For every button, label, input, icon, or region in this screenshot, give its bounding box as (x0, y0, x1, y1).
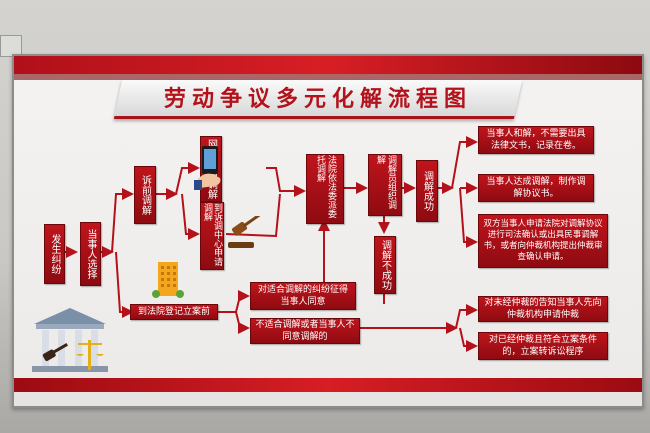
node-result-arbitration: 对未经仲裁的告知当事人先向仲裁机构申请仲裁 (478, 296, 608, 322)
bottom-band (14, 392, 642, 406)
node-result-litigation: 对已经仲裁且符合立案条件的，立案转诉讼程序 (478, 332, 608, 360)
board-title: 劳动争议多元化解流程图 (163, 86, 472, 112)
gavel-icon (228, 216, 261, 248)
node-court-entrust: 法院依法委派委托调解 (306, 154, 344, 224)
building-icon (152, 262, 184, 298)
phone-hand-icon (194, 146, 221, 190)
node-choose: 当事人选择 (80, 222, 101, 286)
node-result-confirm: 双方当事人申请法院对调解协议进行司法确认或出具民事调解书，或者向仲裁机构提出仲裁… (478, 214, 608, 268)
flowchart-board: 劳动争议多元化解流程图 (12, 54, 644, 408)
top-dark-band (14, 74, 642, 80)
wall-outlet (0, 35, 22, 57)
node-result-settle: 当事人和解，不需要出具法律文书，记录在卷。 (478, 126, 594, 154)
node-fail: 调解不成功 (374, 236, 396, 294)
node-not-suitable: 不适合调解或者当事人不同意调解的 (250, 318, 360, 344)
node-center-apply: 到诉调中心申请调解 (200, 202, 224, 270)
courthouse-scales-icon (32, 308, 108, 372)
node-dispute: 发生纠纷 (44, 224, 65, 284)
top-red-band (14, 56, 642, 74)
node-court-register: 到法院登记立案前 (130, 304, 218, 320)
bottom-red-band (14, 378, 642, 392)
node-success: 调解成功 (416, 160, 438, 222)
node-suitable: 对适合调解的纠纷征得当事人同意 (250, 282, 356, 310)
node-mediator-org: 调解员组织调解 (368, 154, 402, 216)
node-pre-litigation: 诉前调解 (134, 166, 156, 224)
node-result-agreement: 当事人达成调解，制作调解协议书。 (478, 174, 594, 202)
